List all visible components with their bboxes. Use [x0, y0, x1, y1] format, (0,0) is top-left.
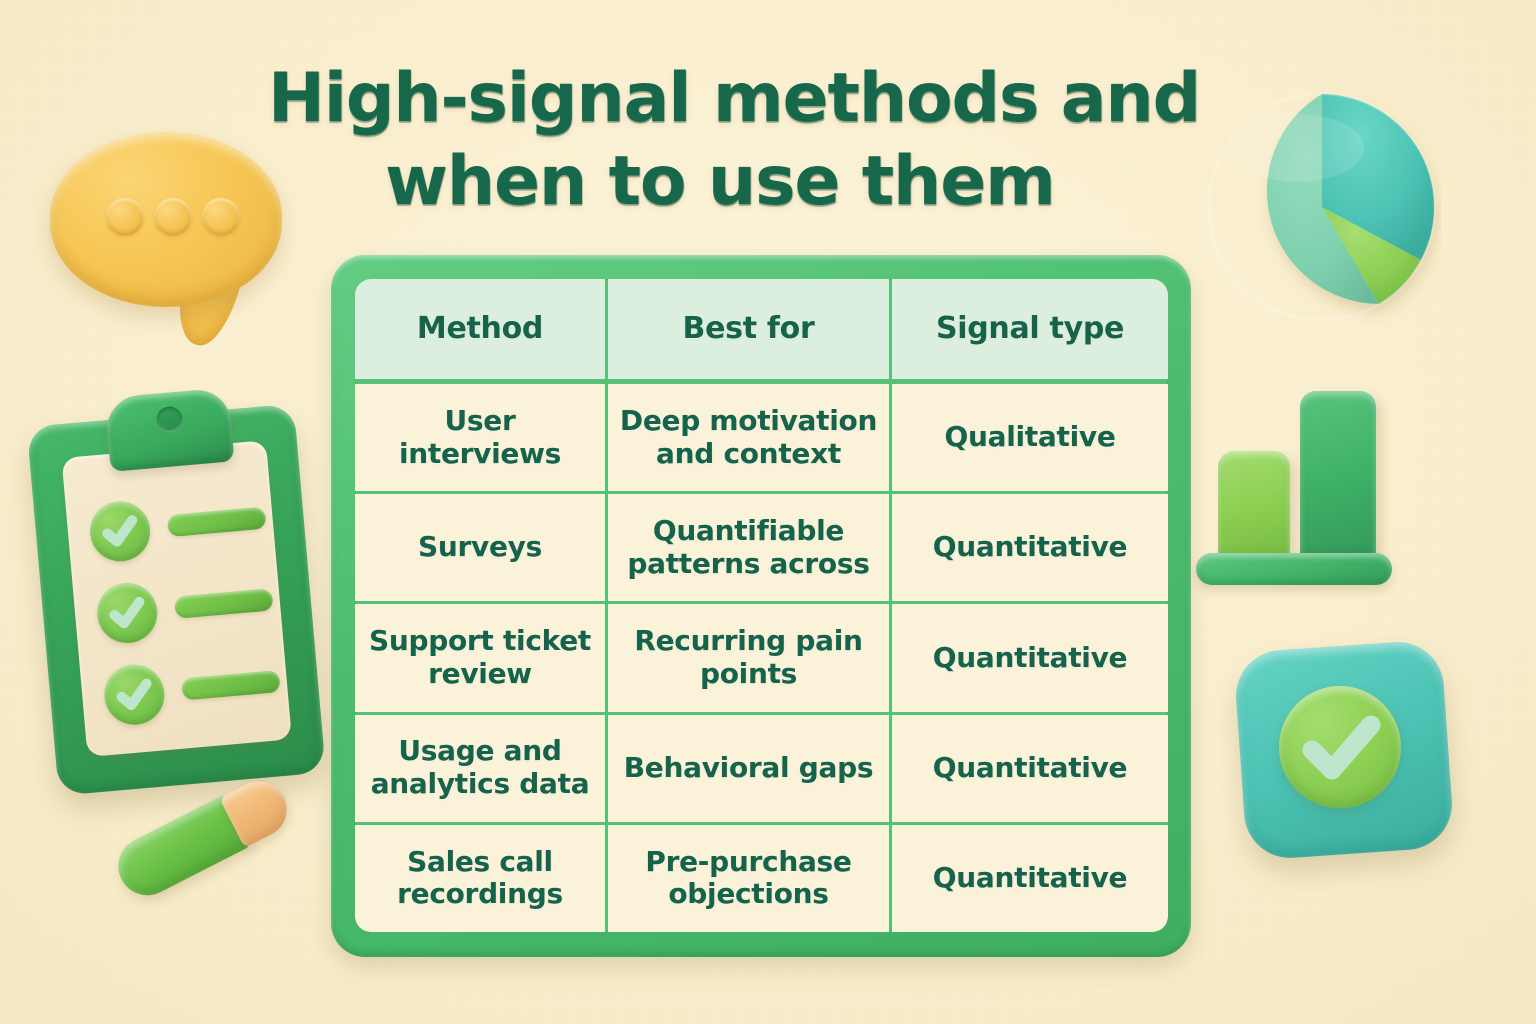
- table-row: Support ticket review Recurring pain poi…: [355, 604, 1168, 712]
- cell-method: User interviews: [355, 384, 605, 492]
- pie-slice-light-green: [1322, 207, 1421, 304]
- pie-slice-teal: [1322, 94, 1435, 260]
- clipboard-checklist-icon: [16, 374, 351, 819]
- cell-signal-type: Qualitative: [892, 384, 1168, 492]
- cell-best-for: Quantifiable patterns across: [608, 494, 889, 602]
- cell-best-for: Pre-purchase objections: [608, 824, 889, 932]
- speech-bubble-dot-2: [154, 198, 192, 236]
- table-row: Usage and analytics data Behavioral gaps…: [355, 714, 1168, 822]
- table-row: Sales call recordings Pre-purchase objec…: [355, 824, 1168, 932]
- pie-slice-mint: [1266, 94, 1379, 304]
- speech-bubble-dot-3: [202, 198, 240, 236]
- cell-method: Surveys: [355, 494, 605, 602]
- cell-best-for: Behavioral gaps: [608, 714, 889, 822]
- pie-chart-icon: [1203, 88, 1441, 326]
- check-badge-checkmark-icon: [1302, 715, 1381, 780]
- bar-chart-icon: [1192, 380, 1442, 595]
- cell-method: Support ticket review: [355, 604, 605, 712]
- table-row: User interviews Deep motivation and cont…: [355, 384, 1168, 492]
- page-title-line-2: when to use them: [385, 141, 1056, 221]
- page-title: High-signal methods and when to use them: [268, 58, 1201, 224]
- check-badge-icon: [1232, 636, 1472, 876]
- clipboard-check-icon-2: [94, 580, 160, 646]
- cell-best-for: Recurring pain points: [608, 604, 889, 712]
- bar-chart-bar-1: [1218, 451, 1290, 559]
- speech-bubble-icon: [50, 132, 300, 352]
- cell-signal-type: Quantitative: [892, 824, 1168, 932]
- clipboard-check-icon-3: [101, 662, 167, 728]
- speech-bubble-dot-1: [106, 198, 144, 236]
- table-row: Surveys Quantifiable patterns across Qua…: [355, 494, 1168, 602]
- column-header-signal-type: Signal type: [892, 279, 1168, 379]
- cell-signal-type: Quantitative: [892, 714, 1168, 822]
- cell-method: Sales call recordings: [355, 824, 605, 932]
- clipboard-check-icon-1: [87, 498, 153, 564]
- bar-chart-bar-2: [1300, 391, 1376, 559]
- page-title-line-1: High-signal methods and: [268, 59, 1201, 138]
- pencil-icon: [108, 771, 310, 938]
- cell-best-for: Deep motivation and context: [608, 384, 889, 492]
- pie-chart-svg: [1207, 92, 1437, 322]
- bar-chart-baseline: [1196, 553, 1392, 585]
- cell-signal-type: Quantitative: [892, 494, 1168, 602]
- methods-table-card: Method Best for Signal type User intervi…: [331, 255, 1191, 957]
- methods-table: Method Best for Signal type User intervi…: [355, 279, 1168, 932]
- cell-signal-type: Quantitative: [892, 604, 1168, 712]
- table-header-row: Method Best for Signal type: [355, 279, 1168, 379]
- cell-method: Usage and analytics data: [355, 714, 605, 822]
- column-header-best-for: Best for: [608, 279, 889, 379]
- column-header-method: Method: [355, 279, 605, 379]
